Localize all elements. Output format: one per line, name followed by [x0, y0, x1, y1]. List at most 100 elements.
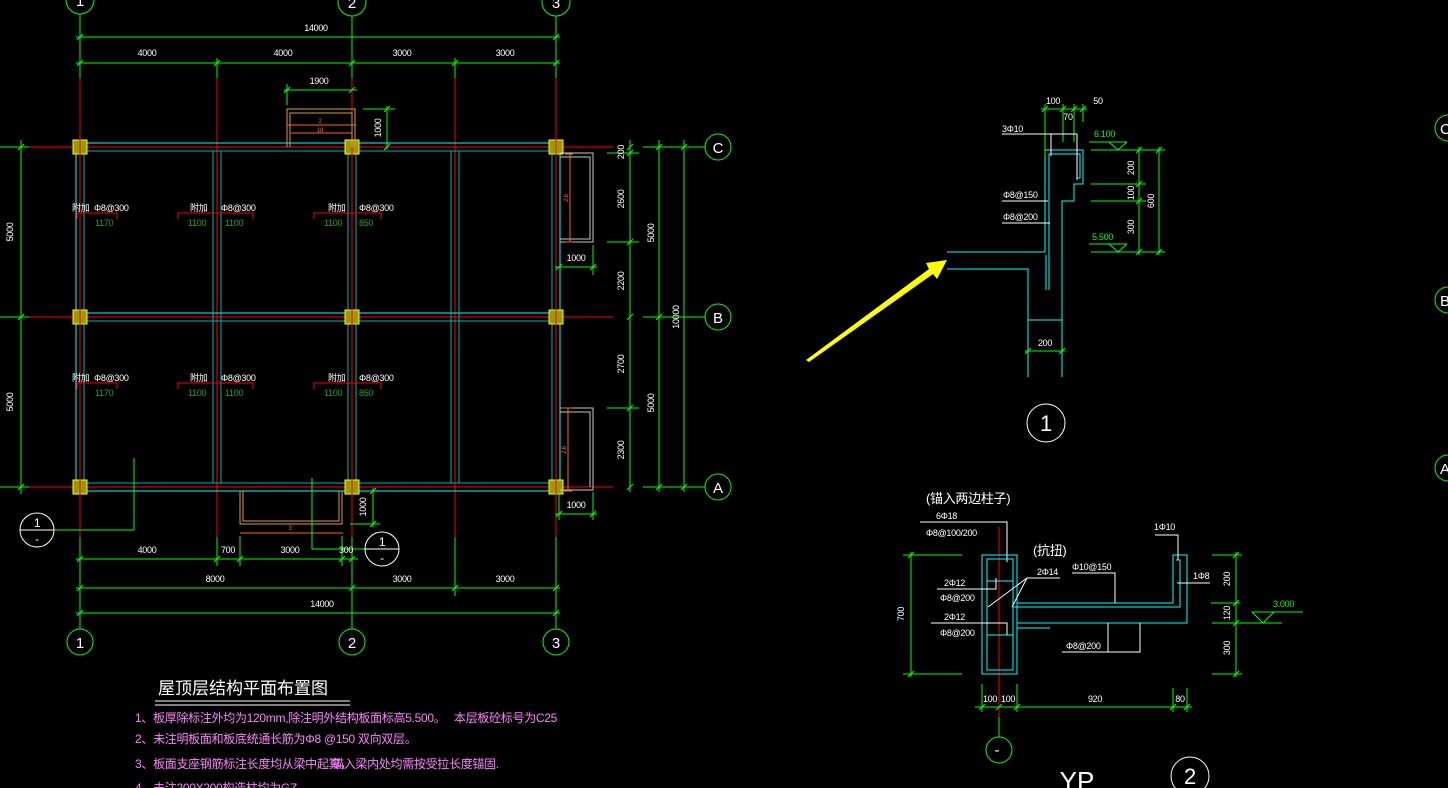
axis-bubble-1[interactable] — [66, 628, 94, 656]
dim-tick — [995, 703, 1003, 711]
rebar-spec[interactable]: Φ8@300 — [359, 373, 394, 383]
axis-bubble-3[interactable] — [541, 0, 571, 17]
dim-tick — [589, 510, 597, 518]
axis-bubble-b[interactable] — [704, 303, 732, 331]
detail-number-bubble[interactable] — [1170, 756, 1210, 788]
opening-outline[interactable] — [286, 108, 356, 147]
rebar-label[interactable]: Φ8@200 — [1003, 212, 1038, 222]
dim-tick — [1232, 619, 1240, 627]
bottom-opening: 3 1000 — [239, 488, 380, 534]
dim-tick — [626, 238, 634, 246]
rebar-label: 附加 — [72, 202, 90, 213]
level-value: 6.100 — [1094, 129, 1115, 139]
axis-label: 3 — [552, 0, 560, 12]
beam-outline[interactable] — [981, 554, 1018, 675]
dim-text: 2700 — [616, 354, 626, 373]
dim-text: 1000 — [567, 253, 586, 263]
axis-bubble-c[interactable] — [704, 133, 732, 161]
dim-tick — [626, 404, 634, 412]
axis-bubble-1[interactable] — [65, 0, 95, 15]
opening-outline[interactable] — [560, 407, 594, 491]
axis-bubble-2[interactable] — [338, 628, 366, 656]
slab-rebars-row-1: 附加 Φ8@300 1170 附加 Φ8@300 1100 1100 附加 Φ8… — [72, 202, 394, 228]
rebar-length: 1100 — [225, 388, 243, 398]
dim-tick — [626, 483, 634, 491]
rebar-bracket — [313, 212, 382, 219]
rebar-label: 附加 — [72, 372, 90, 383]
right-dimensions: 200 2600 2200 2700 2300 5000 5000 10000 … — [607, 133, 732, 501]
rebar-bracket — [177, 212, 254, 219]
section-sheet: - — [380, 551, 384, 565]
section-cut-line — [311, 478, 365, 550]
rebar-length: 1100 — [188, 218, 206, 228]
rebar-line — [1048, 153, 1081, 290]
rebar-label[interactable]: Φ8@100/200 — [926, 528, 977, 538]
rebar-spec[interactable]: Φ8@300 — [359, 203, 394, 213]
opening-outline[interactable] — [560, 152, 594, 243]
dim-text: 5000 — [5, 392, 15, 411]
axis-bubbles-bottom: 1 2 3 — [66, 628, 570, 656]
dim-tick — [451, 59, 459, 67]
rebar-label[interactable]: Φ8@150 — [1003, 190, 1038, 200]
rebar-spec[interactable]: Φ8@300 — [221, 203, 256, 213]
right-openings: 2.6 1000 2.6 1000 — [555, 152, 597, 520]
rebar-length: 850 — [359, 388, 373, 398]
note-3: 3、板面支座钢筋标注长度均从梁中起算， — [135, 756, 352, 771]
dim-text: 200 — [1222, 572, 1232, 586]
dim-text: 3000 — [281, 545, 300, 555]
dim-tick — [76, 584, 84, 592]
level-triangle-icon — [1108, 141, 1128, 151]
dim-tick — [17, 143, 25, 151]
opening-inner-outline — [242, 491, 340, 522]
rebar-label[interactable]: Φ10@150 — [1072, 562, 1112, 572]
dim-text: 200 — [1038, 338, 1052, 348]
detail-number-bubble[interactable] — [1026, 403, 1066, 443]
dim-tick — [1070, 105, 1078, 113]
level-value: 3.000 — [1273, 599, 1294, 609]
axis-bubble-c[interactable] — [1434, 114, 1448, 142]
rebar-bracket — [313, 382, 382, 389]
rebar-spec[interactable]: Φ8@300 — [94, 203, 129, 213]
axis-bubble[interactable] — [985, 736, 1013, 764]
rebar-label[interactable]: Φ8@200 — [1066, 641, 1101, 651]
rebar-label[interactable]: 2Φ12 — [944, 612, 966, 622]
rebar-label[interactable]: 6Φ18 — [936, 511, 958, 521]
axis-bubble-a[interactable] — [704, 473, 732, 501]
dim-tick — [555, 510, 563, 518]
concrete-outline[interactable] — [947, 149, 1084, 377]
dim-text: 14000 — [304, 23, 328, 33]
rebar-label[interactable]: Φ8@200 — [940, 628, 975, 638]
bottom-dimensions: 4000 700 3000 300 8000 3000 3000 14000 — [76, 536, 560, 614]
dim-tick — [978, 703, 986, 711]
rebar-label[interactable]: Φ8@200 — [940, 593, 975, 603]
rebar-spec[interactable]: Φ8@300 — [221, 373, 256, 383]
dim-tick — [1183, 703, 1191, 711]
dim-tick — [680, 483, 688, 491]
axis-bubble-3[interactable] — [542, 628, 570, 656]
dim-text: 4000 — [138, 48, 157, 58]
axis-bubble-a[interactable] — [1434, 454, 1448, 482]
rebar-length: 1100 — [324, 218, 342, 228]
axis-bubble-2[interactable] — [337, 0, 367, 17]
dim-tick — [626, 143, 634, 151]
dim-tick — [1135, 146, 1143, 154]
dim-tick — [655, 313, 663, 321]
dim-text: 1900 — [310, 76, 329, 86]
rebar-label[interactable]: 3Φ10 — [1002, 124, 1024, 134]
torsion-note: (抗扭) — [1033, 543, 1066, 558]
axis-bubble-b[interactable] — [1434, 286, 1448, 314]
opening-outline[interactable] — [239, 491, 343, 525]
dim-text: 80 — [1175, 694, 1185, 704]
rebar-label[interactable]: 2Φ14 — [1037, 567, 1059, 577]
dim-text: 920 — [1088, 694, 1102, 704]
rebar-label[interactable]: 1Φ10 — [1154, 522, 1176, 532]
dim-tick — [1041, 105, 1049, 113]
dim-tick — [1135, 248, 1143, 256]
slab-outline[interactable] — [1016, 554, 1188, 674]
dim-tick — [1155, 248, 1163, 256]
section-number: 1 — [34, 516, 41, 530]
rebar-spec[interactable]: Φ8@300 — [94, 373, 129, 383]
rebar-label[interactable]: 2Φ12 — [944, 578, 966, 588]
rebar-label[interactable]: 1Φ8 — [1193, 571, 1210, 581]
